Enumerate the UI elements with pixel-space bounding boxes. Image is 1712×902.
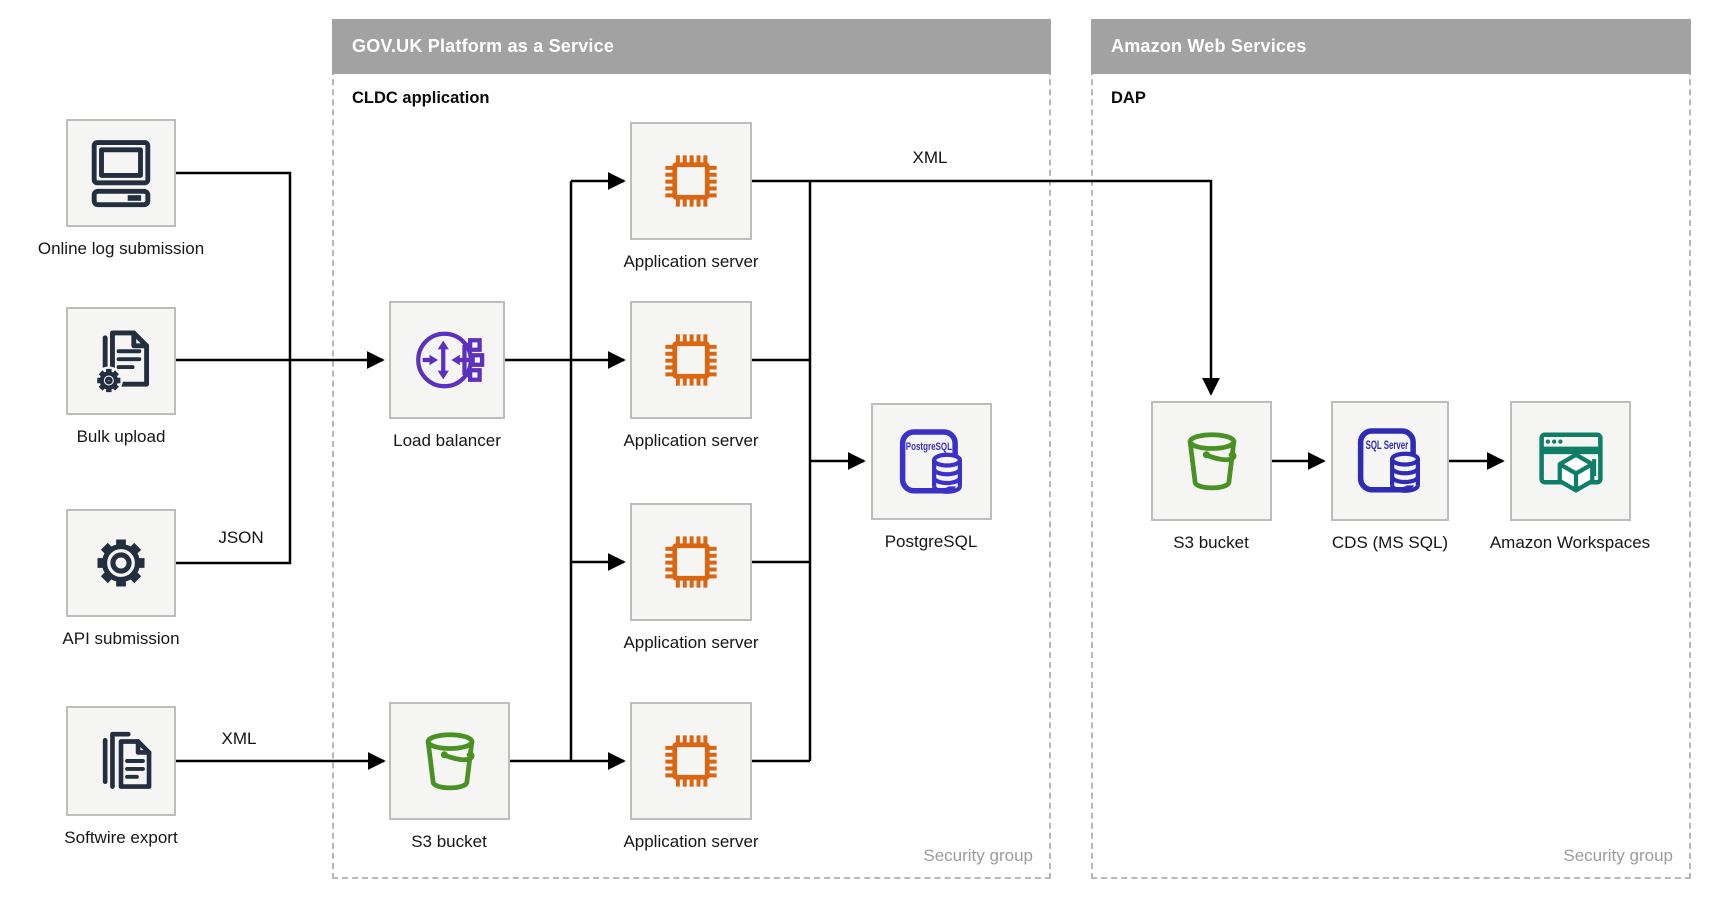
aws-region: Amazon Web Services DAP Security group: [1091, 19, 1691, 879]
node-bulk-upload: [66, 307, 176, 415]
node-label: PostgreSQL: [884, 532, 978, 551]
node-label: S3 bucket: [411, 832, 487, 851]
edge-label-xml-top: XML: [912, 148, 948, 167]
govuk-paas-title: GOV.UK Platform as a Service: [352, 36, 615, 56]
aws-title: Amazon Web Services: [1111, 36, 1307, 56]
node-application-server-4: [630, 702, 752, 820]
govuk-paas-region: GOV.UK Platform as a Service CLDC applic…: [332, 19, 1051, 879]
govuk-security-group-label: Security group: [923, 846, 1033, 865]
postgresql-icon-text: PostgreSQL: [905, 441, 951, 453]
node-label: Application server: [623, 832, 759, 851]
node-label: Softwire export: [64, 828, 178, 847]
s3-bucket-icon: [425, 732, 474, 791]
s3-bucket-icon: [1187, 432, 1236, 491]
edge-label-xml-bottom: XML: [221, 729, 257, 748]
node-s3-bucket-paas: [389, 702, 510, 820]
node-label: Online log submission: [37, 239, 205, 258]
gear-icon: [97, 539, 145, 587]
documents-stack-icon: [102, 731, 152, 789]
node-label: S3 bucket: [1173, 533, 1249, 552]
elastic-load-balancer-icon: [416, 331, 485, 389]
node-api-submission: [66, 509, 176, 617]
node-label: Application server: [623, 633, 759, 652]
sql-server-database-icon: SQL Server: [1357, 428, 1421, 493]
edge-sources-merge: [176, 171, 292, 565]
edge-label-json: JSON: [218, 528, 264, 547]
chip-icon: [665, 735, 717, 787]
node-label: API submission: [62, 629, 180, 648]
postgresql-database-icon: PostgreSQL: [899, 428, 962, 494]
chip-icon: [665, 155, 717, 207]
cldc-application-label: CLDC application: [352, 89, 490, 107]
aws-header: Amazon Web Services: [1091, 19, 1691, 74]
node-softwire-export: [66, 706, 176, 816]
node-label: Load balancer: [393, 431, 501, 450]
chip-icon: [665, 536, 717, 588]
node-online-log-submission: [66, 119, 176, 227]
dap-label: DAP: [1111, 89, 1146, 107]
document-gear-icon: [94, 330, 150, 395]
sql-server-icon-text: SQL Server: [1366, 438, 1409, 452]
node-s3-bucket-aws: [1151, 401, 1272, 521]
chip-icon: [665, 334, 717, 386]
node-label: CDS (MS SQL): [1331, 533, 1449, 552]
node-label: Amazon Workspaces: [1489, 533, 1651, 552]
node-label: Application server: [623, 252, 759, 271]
node-postgresql: PostgreSQL: [871, 403, 992, 520]
node-amazon-workspaces: [1510, 401, 1631, 521]
aws-security-group-label: Security group: [1563, 846, 1673, 865]
node-application-server-1: [630, 122, 752, 240]
node-label: Application server: [623, 431, 759, 450]
govuk-paas-header: GOV.UK Platform as a Service: [332, 19, 1051, 74]
node-application-server-3: [630, 503, 752, 621]
desktop-computer-icon: [91, 140, 151, 208]
node-application-server-2: [630, 301, 752, 419]
edge-xml-to-aws-s3: [810, 179, 1220, 396]
node-label: Bulk upload: [76, 427, 166, 446]
node-cds-mssql: SQL Server: [1331, 401, 1449, 521]
node-load-balancer: [389, 301, 505, 419]
workspaces-icon: [1538, 432, 1603, 493]
